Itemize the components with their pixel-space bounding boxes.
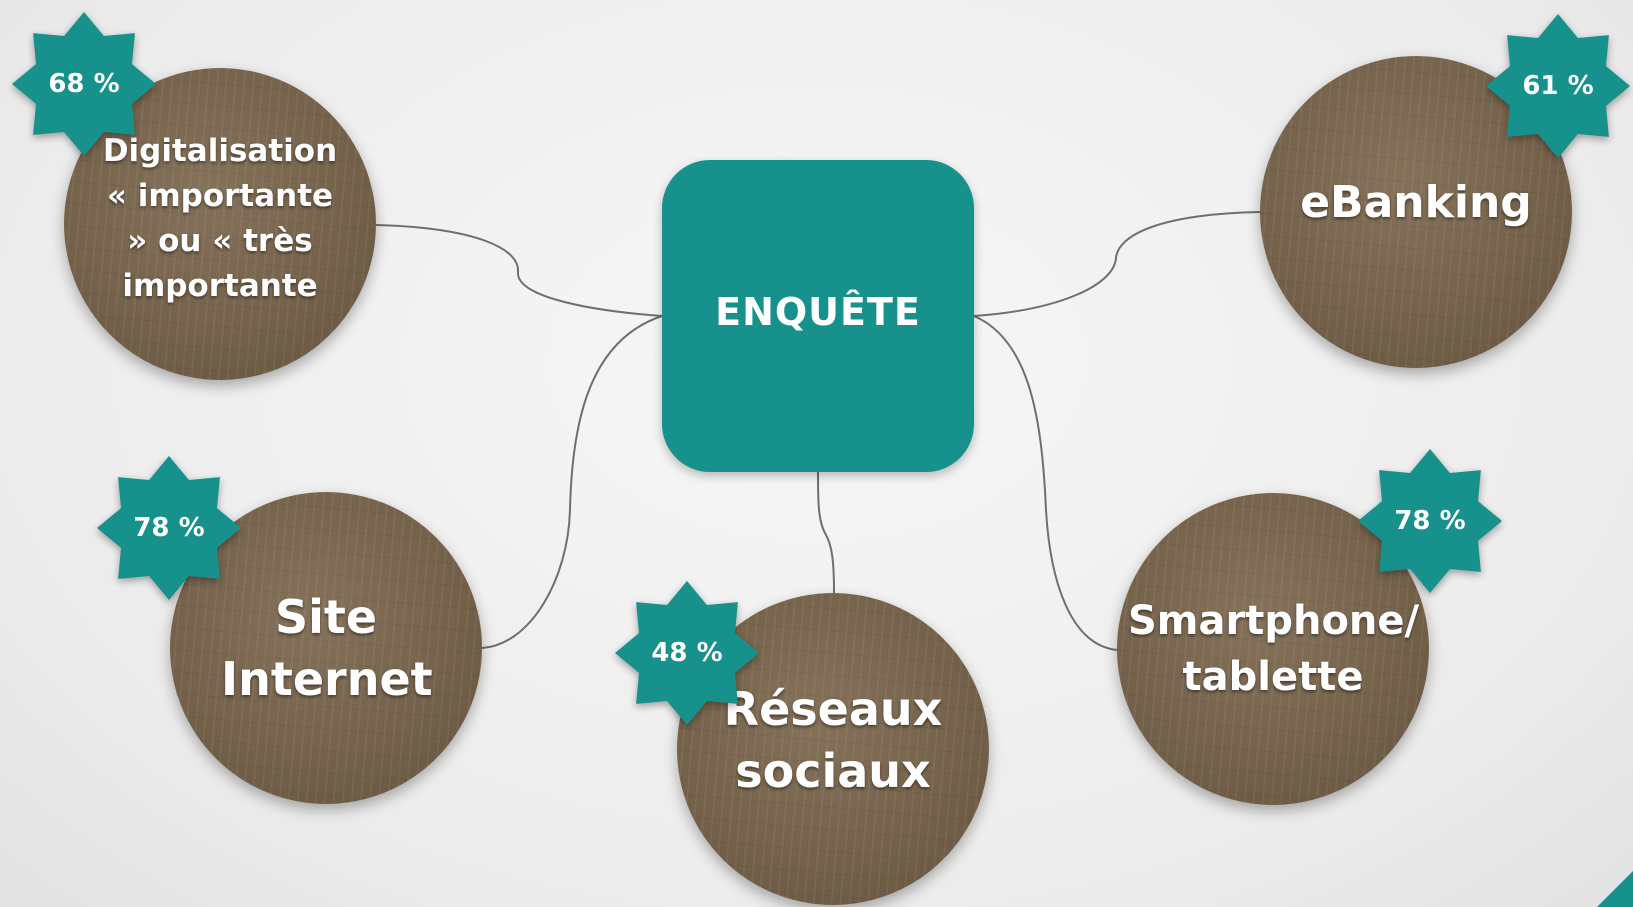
badge-value-ebanking: 61 % <box>1522 71 1594 101</box>
connector-ebanking <box>973 211 1261 317</box>
star-shape-icon <box>615 581 759 725</box>
node-label-reseaux-sociaux: Réseaux sociaux <box>723 681 943 798</box>
badge-star-smartphone-tablette: 78 % <box>1355 446 1505 596</box>
center-node: ENQUÊTE <box>662 160 974 472</box>
node-label-ebanking: eBanking <box>1300 176 1532 228</box>
corner-accent <box>1597 871 1633 907</box>
node-label-site-internet: Site Internet <box>221 589 433 706</box>
star-shape-icon <box>97 456 241 600</box>
node-ebanking: eBanking <box>1260 56 1572 368</box>
badge-value-reseaux-sociaux: 48 % <box>651 638 723 668</box>
badge-star-ebanking: 61 % <box>1483 11 1633 161</box>
center-label: ENQUÊTE <box>715 290 921 334</box>
node-site-internet: Site Internet <box>170 492 482 804</box>
node-smartphone-tablette: Smartphone/ tablette <box>1117 493 1429 805</box>
connector-site <box>481 315 663 649</box>
node-reseaux-sociaux: Réseaux sociaux <box>677 593 989 905</box>
node-label-digitalisation: Digitalisation « importante » ou « très … <box>102 133 338 304</box>
connector-reseaux <box>817 471 835 594</box>
badge-value-digitalisation: 68 % <box>48 69 120 99</box>
badge-value-site-internet: 78 % <box>133 513 205 543</box>
star-shape-icon <box>12 12 156 156</box>
star-shape-icon <box>1486 14 1630 158</box>
node-label-smartphone-tablette: Smartphone/ tablette <box>1128 598 1420 700</box>
badge-star-site-internet: 78 % <box>94 453 244 603</box>
connector-digital <box>375 224 663 317</box>
badge-star-digitalisation: 68 % <box>9 9 159 159</box>
connector-smart <box>973 315 1118 651</box>
star-shape-icon <box>1358 449 1502 593</box>
badge-value-smartphone-tablette: 78 % <box>1394 506 1466 536</box>
badge-star-reseaux-sociaux: 48 % <box>612 578 762 728</box>
